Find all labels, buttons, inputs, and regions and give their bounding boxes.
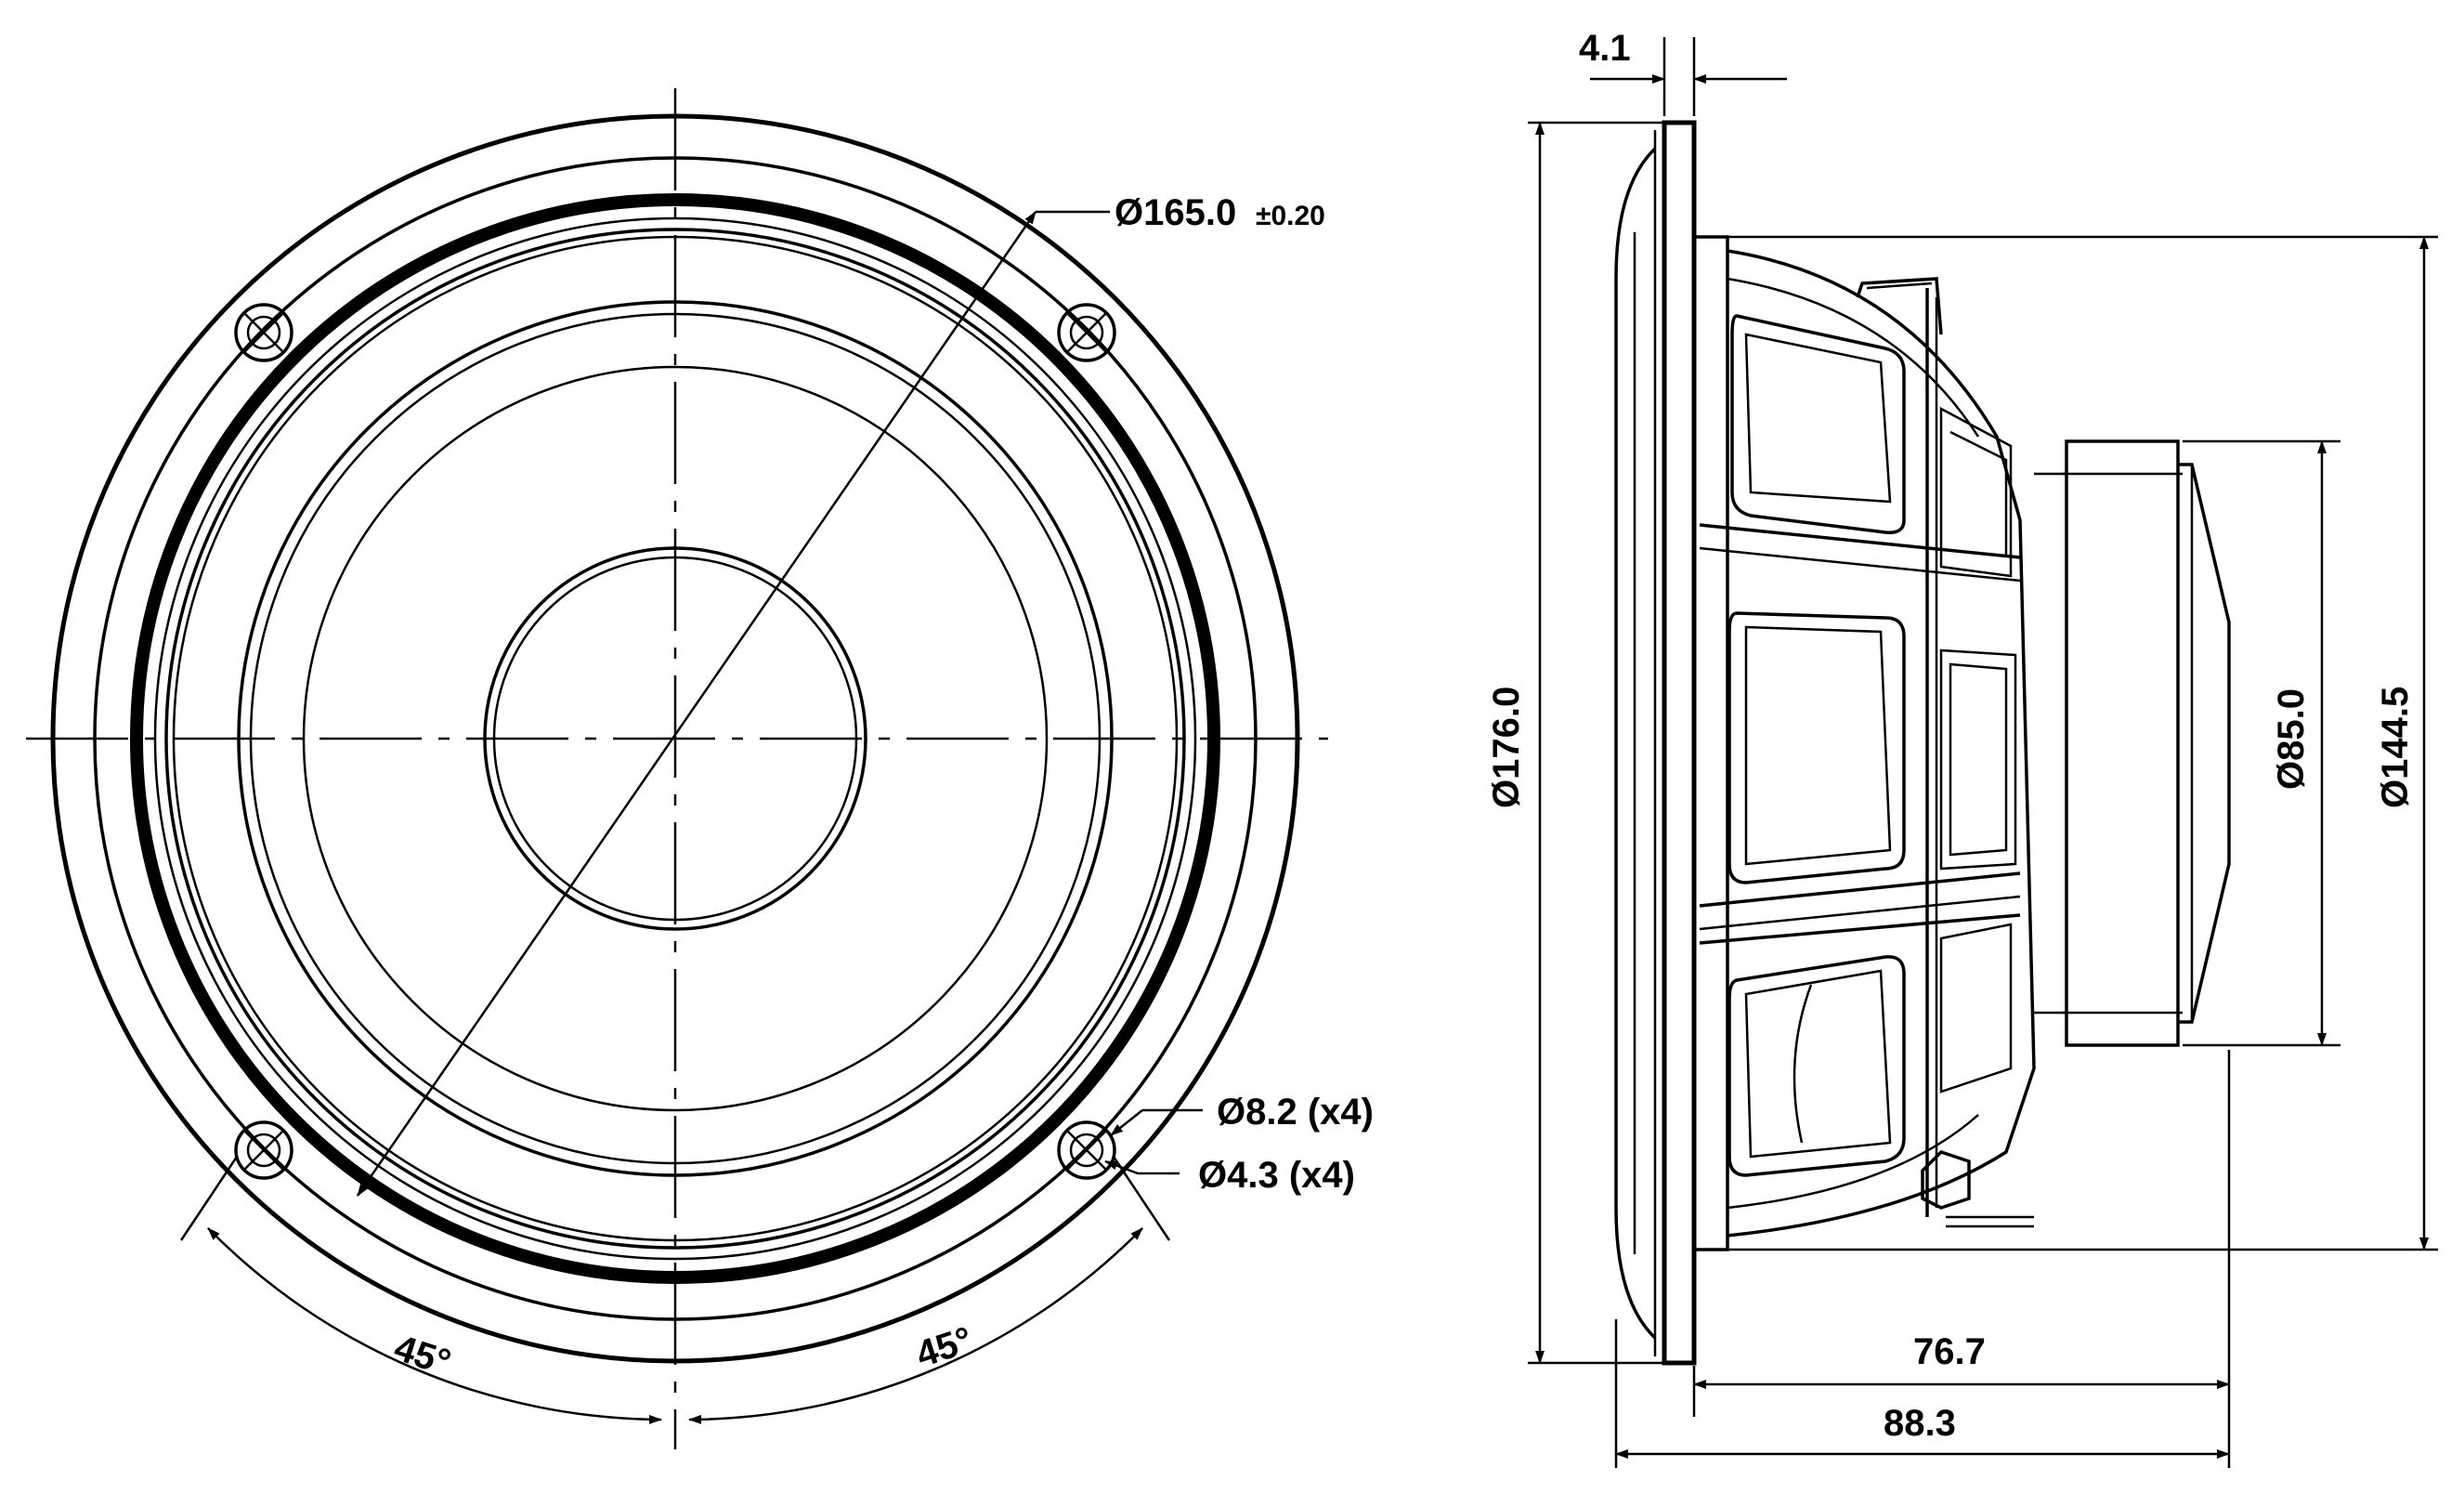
front-view: Ø165.0 ±0.20 Ø8.2 (x4) Ø4.3 (x4) 45° 45° — [26, 88, 1374, 1449]
mounting-hole-top-right — [1057, 303, 1116, 362]
flange-thickness-label: 4.1 — [1579, 28, 1631, 69]
cone-tolerance-label: ±0.20 — [1256, 201, 1325, 231]
magnet-diameter-label: Ø85.0 — [2271, 688, 2312, 790]
angle-right-label: 45° — [911, 1319, 977, 1376]
mounting-hole-bottom-right — [1057, 1120, 1116, 1180]
overall-depth-label: 88.3 — [1884, 1403, 1956, 1444]
cone-diameter-label: Ø165.0 — [1115, 192, 1236, 233]
mounting-hole-top-left — [234, 303, 293, 362]
mounting-hole-bottom-left — [234, 1120, 293, 1180]
basket-diameter-label: Ø144.5 — [2375, 687, 2416, 808]
side-view: 4.1 Ø176.0 Ø144.5 Ø85.0 76.7 88.3 — [1486, 28, 2438, 1468]
overall-diameter-label: Ø176.0 — [1486, 687, 1527, 808]
outer-hole-label: Ø8.2 (x4) — [1217, 1092, 1374, 1133]
basket — [1727, 249, 2036, 1238]
angle-left-label: 45° — [389, 1328, 455, 1384]
depth-from-flange-label: 76.7 — [1913, 1331, 1986, 1372]
front-flange — [1662, 120, 1697, 1366]
magnet — [2065, 439, 2180, 1047]
inner-hole-label: Ø4.3 (x4) — [1198, 1155, 1355, 1196]
